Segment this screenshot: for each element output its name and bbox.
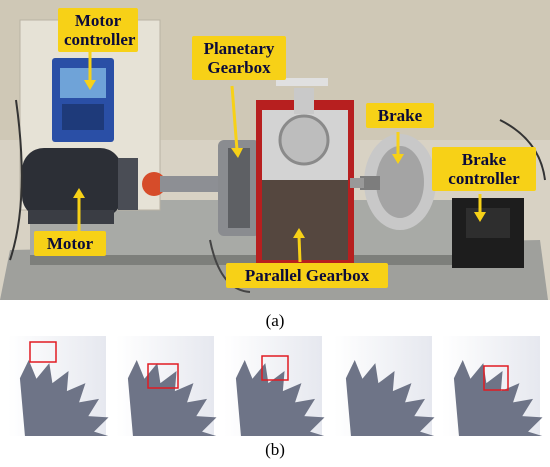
fault-highlight-box <box>147 363 179 389</box>
label-motor-controller: Motor controller <box>58 8 138 52</box>
gear-fault-4 <box>442 336 543 436</box>
gear-fault-images <box>8 336 543 436</box>
label-parallel-gearbox: Parallel Gearbox <box>226 263 388 288</box>
gear-fault-2 <box>224 336 325 436</box>
gear-fault-1 <box>116 336 217 436</box>
gear-healthy <box>8 336 109 436</box>
caption-a: (a) <box>265 311 285 330</box>
fault-highlight-box <box>483 365 509 391</box>
label-motor: Motor <box>34 231 106 256</box>
label-brake-controller: Brake controller <box>432 147 536 191</box>
fault-highlight-box <box>261 355 289 381</box>
fault-highlight-box <box>29 341 57 363</box>
gear-fault-3 <box>334 336 435 436</box>
caption-b: (b) <box>265 440 285 459</box>
label-planetary-gearbox: Planetary Gearbox <box>192 36 286 80</box>
label-brake: Brake <box>366 103 434 128</box>
